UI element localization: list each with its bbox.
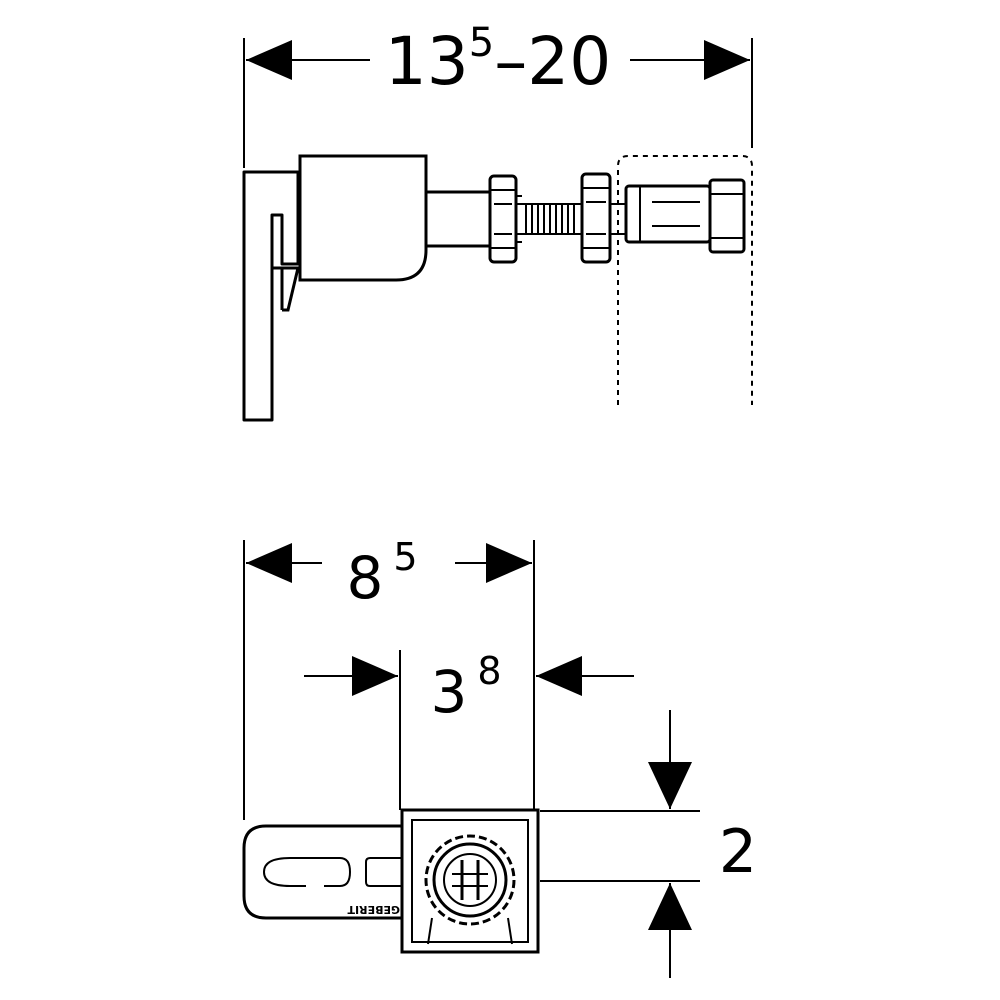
square-plate <box>400 808 540 954</box>
overall-width-dimension: 135–20 <box>243 20 753 168</box>
thickness-label: 2 <box>719 817 757 887</box>
nut-left <box>488 174 522 264</box>
brand-logo-text: GEBERIT <box>347 903 400 916</box>
tube <box>424 190 492 248</box>
housing <box>298 154 428 282</box>
bracket-width-sup: 5 <box>393 535 417 579</box>
svg-text:38: 38 <box>430 649 501 726</box>
threaded-rod <box>516 203 582 235</box>
rod-end <box>610 203 626 235</box>
svg-text:135–20: 135–20 <box>385 20 611 100</box>
coupling <box>624 178 746 254</box>
inner-width-base: 3 <box>430 658 467 726</box>
side-view: 135–20 <box>242 20 753 422</box>
overall-width-base: 13 <box>385 23 469 100</box>
overall-width-rest: –20 <box>494 23 611 100</box>
slotted-bracket: GEBERIT <box>242 824 402 920</box>
thickness-dimension: 2 <box>540 710 757 978</box>
knob-icon <box>424 834 516 945</box>
wall-outline-dashed <box>617 155 753 405</box>
inner-width-sup: 8 <box>477 649 501 693</box>
nut-right <box>580 172 612 264</box>
svg-text:85: 85 <box>346 535 417 612</box>
overall-width-sup: 5 <box>469 20 494 66</box>
bracket-width-base: 8 <box>346 544 383 612</box>
wall-plate <box>242 170 300 422</box>
